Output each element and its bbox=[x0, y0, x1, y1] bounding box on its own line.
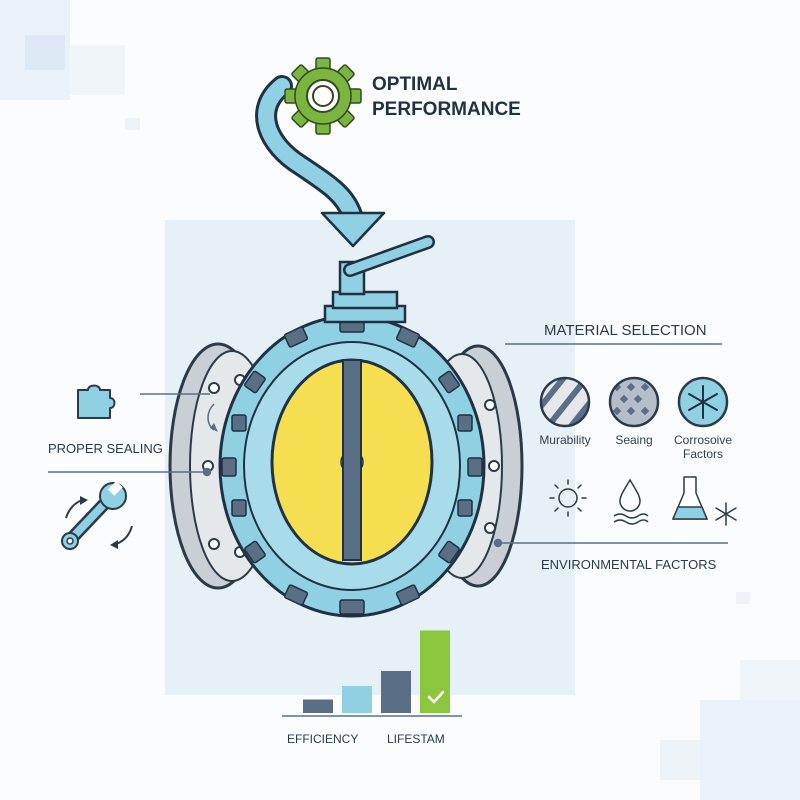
bar-3 bbox=[381, 671, 411, 713]
corrosive-label-line1: Corrosoive bbox=[673, 433, 733, 447]
material-selection-heading: MATERIAL SELECTION bbox=[544, 322, 707, 339]
performance-bars bbox=[303, 630, 450, 713]
seaing-label: Seaing bbox=[615, 433, 653, 447]
puzzle-icon bbox=[77, 384, 116, 419]
bg-square-5 bbox=[700, 700, 800, 800]
flask-icon bbox=[671, 476, 709, 520]
snowflake-icon bbox=[715, 502, 737, 526]
proper-sealing-label: PROPER SEALING bbox=[48, 441, 163, 456]
bg-square-2 bbox=[25, 35, 65, 70]
bg-square-4 bbox=[125, 118, 140, 130]
water-drop-icon bbox=[613, 478, 649, 525]
title-line-2: PERFORMANCE bbox=[372, 99, 521, 120]
bg-square-8 bbox=[736, 592, 750, 604]
gear-icon bbox=[284, 57, 362, 135]
bar-2 bbox=[342, 686, 372, 713]
title-line-1: OPTIMAL bbox=[372, 74, 458, 95]
bg-square-3 bbox=[70, 45, 125, 95]
connector-lines bbox=[48, 343, 728, 717]
striped-disc-icon bbox=[539, 376, 591, 428]
murability-label: Murability bbox=[539, 433, 591, 447]
checkmark-icon bbox=[427, 690, 445, 704]
bar-1 bbox=[303, 699, 333, 713]
environmental-factors-heading: ENVIRONMENTAL FACTORS bbox=[541, 557, 717, 572]
wrench-icon bbox=[61, 480, 133, 550]
bg-square-7 bbox=[660, 740, 700, 780]
valve-lever bbox=[323, 235, 435, 324]
snowflake-disc-icon bbox=[677, 376, 729, 428]
cross-pattern-disc-icon bbox=[608, 376, 660, 428]
lifestam-label: LIFESTAM bbox=[387, 732, 445, 746]
curved-arrow-icon bbox=[255, 75, 386, 248]
sun-icon bbox=[549, 479, 587, 517]
efficiency-label: EFFICIENCY bbox=[287, 732, 359, 746]
corrosive-label-line2: Factors bbox=[682, 447, 723, 461]
bg-square-6 bbox=[740, 660, 800, 700]
valve-disc bbox=[270, 358, 434, 566]
